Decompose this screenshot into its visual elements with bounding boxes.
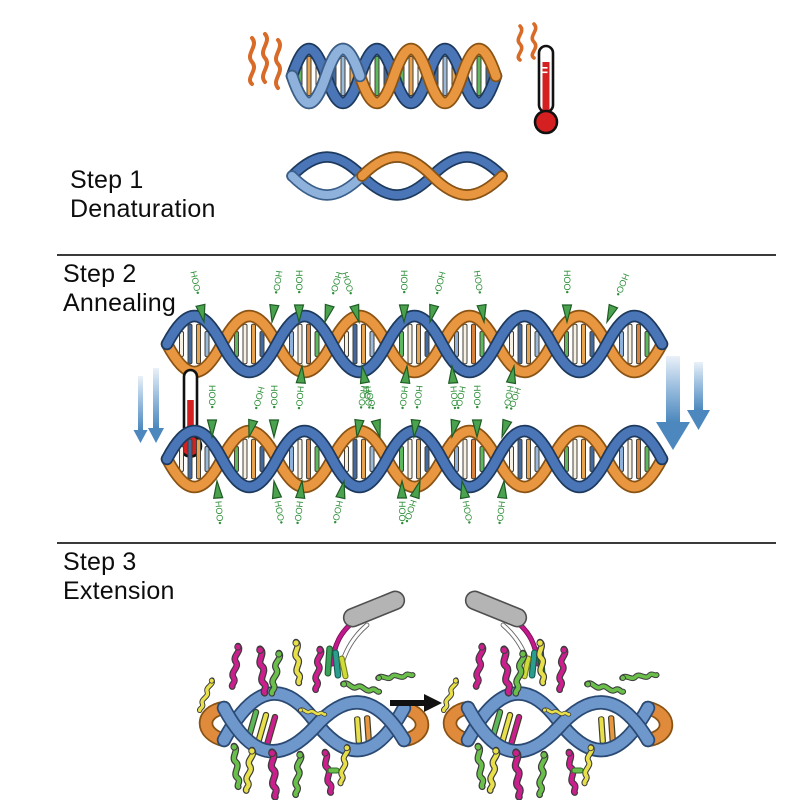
cooling-arrows-icon xyxy=(133,368,164,443)
arrow-right-icon xyxy=(390,694,442,712)
annealing-dna-with-primers-2 xyxy=(160,384,669,526)
double-helix-dna xyxy=(285,43,503,109)
step3-number: Step 3 xyxy=(63,548,137,576)
step2-name: Annealing xyxy=(63,288,177,317)
step2-label: Step 2 Annealing xyxy=(63,260,176,317)
annealing-dna-with-primers-1 xyxy=(160,269,669,411)
step3-name: Extension xyxy=(63,576,175,605)
thermometer-hot-icon xyxy=(533,44,559,135)
heat-waves-icon xyxy=(516,22,538,62)
cooling-arrows-icon xyxy=(656,356,710,450)
step1-label: Step 1 Denaturation xyxy=(70,166,216,223)
heat-waves-icon xyxy=(248,32,282,90)
step1-name: Denaturation xyxy=(70,194,216,223)
step1-number: Step 1 xyxy=(70,166,144,194)
step3-label: Step 3 Extension xyxy=(63,548,175,605)
step2-number: Step 2 xyxy=(63,260,137,288)
section-divider xyxy=(57,542,776,544)
extension-complex-after xyxy=(440,592,675,800)
section-divider xyxy=(57,254,776,256)
denatured-dna-strands xyxy=(286,151,508,201)
